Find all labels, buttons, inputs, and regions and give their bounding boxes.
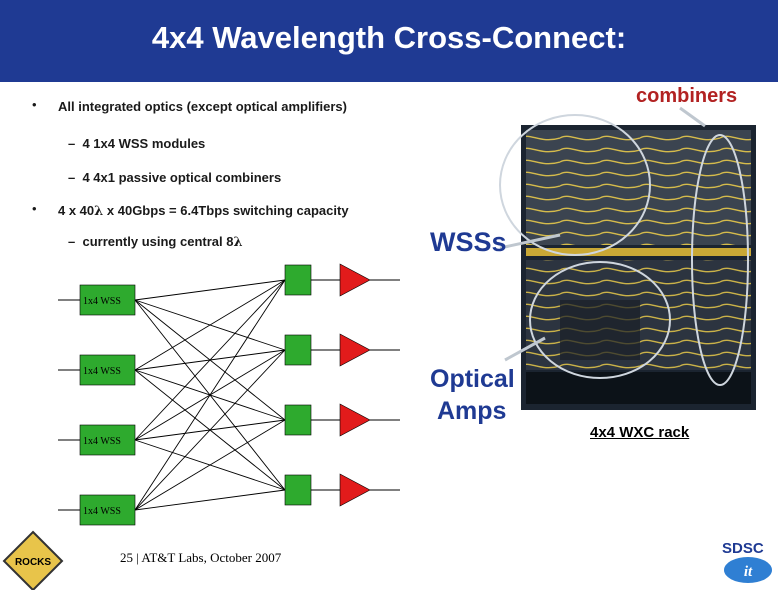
combiner-box xyxy=(284,474,312,506)
cross-line xyxy=(134,349,286,511)
capacity-suffix: x 40Gbps = 6.4Tbps switching capacity xyxy=(103,203,349,218)
wss-box xyxy=(79,354,136,386)
combiner-box xyxy=(284,334,312,366)
sdsc-logo: SDSC it xyxy=(722,540,772,583)
sdsc-logo-text: SDSC xyxy=(722,540,764,557)
wss-box xyxy=(79,284,136,316)
bullet-switching-capacity: 4 x 40λ x 40Gbps = 6.4Tbps switching cap… xyxy=(58,203,349,219)
wss-box xyxy=(79,494,136,526)
sub-bullet-wss-text: 4 1x4 WSS modules xyxy=(82,136,206,151)
rack-photo xyxy=(499,106,756,410)
amplifier-triangle xyxy=(339,263,371,297)
combiner-box xyxy=(284,404,312,436)
capacity-prefix: 4 x 40 xyxy=(58,203,95,218)
amplifier-triangle xyxy=(339,403,371,437)
cross-line xyxy=(134,279,286,441)
wss-modules: 1x4 WSS 1x4 WSS 1x4 WSS 1x4 WSS xyxy=(79,284,136,526)
rack-caption: 4x4 WXC rack xyxy=(590,424,690,441)
wss-label: 1x4 WSS xyxy=(83,366,121,377)
cross-line xyxy=(134,279,286,371)
wsss-label: WSSs xyxy=(430,227,507,257)
combiner-box xyxy=(284,264,312,296)
footer-text: 25 | AT&T Labs, October 2007 xyxy=(120,550,282,565)
wss-label: 1x4 WSS xyxy=(83,436,121,447)
rocks-logo-text: ROCKS xyxy=(15,557,51,568)
rocks-logo: ROCKS xyxy=(2,530,64,590)
cross-connect-lines xyxy=(58,279,400,511)
sdsc-it-text: it xyxy=(744,564,753,580)
bullet-dot: • xyxy=(32,201,37,216)
sub-bullet-dash: – xyxy=(68,170,76,185)
bullet-dot: • xyxy=(32,97,37,112)
combiners-label: combiners xyxy=(636,85,738,107)
slide-title: 4x4 Wavelength Cross-Connect: xyxy=(151,20,627,55)
bullet-integrated-optics: All integrated optics (except optical am… xyxy=(58,99,347,114)
sub-bullet-dash: – xyxy=(68,234,76,249)
amplifier-triangle xyxy=(339,473,371,507)
wss-label: 1x4 WSS xyxy=(83,506,121,517)
amplifier-modules xyxy=(339,263,371,507)
lambda-symbol: λ xyxy=(94,204,104,219)
sub-bullet-combiners: – 4 4x1 passive optical combiners xyxy=(68,170,281,185)
optical-label: Optical xyxy=(430,365,515,393)
cross-line xyxy=(134,279,286,511)
cross-line xyxy=(134,279,286,301)
sub-bullet-central: – currently using central 8λ xyxy=(68,234,243,250)
sub-bullet-dash: – xyxy=(68,136,76,151)
cross-line xyxy=(134,489,286,511)
lambda-symbol: λ xyxy=(233,235,243,250)
amplifier-triangle xyxy=(339,333,371,367)
wss-label: 1x4 WSS xyxy=(83,296,121,307)
wss-box xyxy=(79,424,136,456)
central-text: currently using central 8 xyxy=(82,234,234,249)
title-bar xyxy=(0,0,778,82)
combiner-modules xyxy=(284,264,312,506)
cross-line xyxy=(134,419,286,511)
sub-bullet-wss: – 4 1x4 WSS modules xyxy=(68,136,205,151)
sub-bullet-combiners-text: 4 4x1 passive optical combiners xyxy=(82,170,282,185)
amps-label: Amps xyxy=(437,397,507,425)
